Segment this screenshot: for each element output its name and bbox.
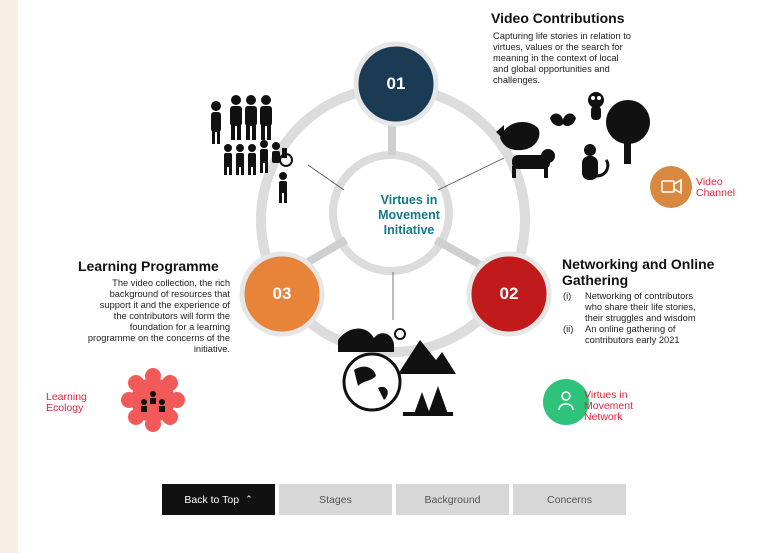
node-01-number: 01 xyxy=(386,74,406,93)
spoke-left xyxy=(305,236,349,266)
tab-concerns-label: Concerns xyxy=(547,493,592,506)
center-label-line1: Virtues in xyxy=(380,193,438,207)
back-to-top-button[interactable]: Back to Top ⌃ xyxy=(162,484,275,515)
animals-icon xyxy=(496,92,650,180)
video-contributions-title: Video Contributions xyxy=(491,10,625,26)
learning-ecology-label[interactable]: Learning Ecology xyxy=(46,392,87,414)
learning-line: initiative. xyxy=(193,344,230,354)
people-group-icon xyxy=(211,95,293,203)
item-line: their struggles and wisdom xyxy=(585,313,696,323)
item-marker: (i) xyxy=(563,291,572,301)
tab-stages-label: Stages xyxy=(319,493,352,506)
learning-ecology-label-line1: Learning xyxy=(46,391,87,403)
video-camera-icon xyxy=(661,178,682,195)
networking-title-line1: Networking and Online xyxy=(562,256,715,272)
diagram-graphics xyxy=(121,41,692,432)
tab-stages[interactable]: Stages xyxy=(279,484,392,515)
networking-title: Networking and Online Gathering xyxy=(562,256,714,288)
learning-line: foundation for a learning xyxy=(129,322,230,332)
center-label-line3: Initiative xyxy=(383,223,435,237)
learning-line: background of resources that xyxy=(109,289,230,299)
learning-line: The video collection, the rich xyxy=(112,278,230,288)
video-line: meaning in the context of local xyxy=(493,53,619,63)
stage-node-01[interactable] xyxy=(353,41,439,127)
person-icon xyxy=(558,391,574,411)
bottom-nav: Back to Top ⌃ Stages Background Concerns xyxy=(162,484,626,515)
video-line: virtues, values or the search for xyxy=(493,42,623,52)
network-label-line2: Movement xyxy=(584,400,634,412)
chevron-up-icon: ⌃ xyxy=(245,494,253,504)
video-channel-badge[interactable] xyxy=(650,166,692,208)
video-channel-label-line1: Video xyxy=(696,176,723,188)
learning-line: support it and the experience of xyxy=(99,300,230,310)
learning-line: the contributors will form the xyxy=(113,311,230,321)
item-line: contributors early 2021 xyxy=(585,335,680,345)
network-label-line1: Virtues in xyxy=(584,389,628,401)
node-02-number: 02 xyxy=(499,284,519,303)
center-label: Virtues in Movement Initiative xyxy=(355,193,463,238)
stage-node-02[interactable] xyxy=(466,251,552,337)
tab-concerns[interactable]: Concerns xyxy=(513,484,626,515)
back-to-top-label: Back to Top xyxy=(184,493,240,506)
networking-list: (i) Networking of contributors who share… xyxy=(563,291,733,346)
item-line: who share their life stories, xyxy=(585,302,696,312)
earth-nature-icon xyxy=(338,328,456,416)
learning-programme-text: The video collection, the rich backgroun… xyxy=(56,278,230,355)
center-label-line2: Movement xyxy=(378,208,440,222)
connector-people xyxy=(307,164,345,191)
item-line: An online gathering of xyxy=(585,324,676,334)
node-03-number: 03 xyxy=(272,284,292,303)
learning-programme-title: Learning Programme xyxy=(78,258,219,274)
video-channel-label[interactable]: Video Channel xyxy=(696,177,735,199)
video-line: challenges. xyxy=(493,75,541,85)
networking-item: (ii) An online gathering of contributors… xyxy=(563,324,733,346)
item-marker: (ii) xyxy=(563,324,574,334)
item-line: Networking of contributors xyxy=(585,291,693,301)
networking-item: (i) Networking of contributors who share… xyxy=(563,291,733,324)
network-badge[interactable] xyxy=(543,379,589,425)
learning-ecology-label-line2: Ecology xyxy=(46,402,84,414)
spoke-right xyxy=(434,236,488,272)
video-line: Capturing life stories in relation to xyxy=(493,31,631,41)
tab-background[interactable]: Background xyxy=(396,484,509,515)
network-label-line3: Network xyxy=(584,411,623,423)
networking-title-line2: Gathering xyxy=(562,272,629,288)
group-icon xyxy=(141,391,165,412)
tab-background-label: Background xyxy=(424,493,481,506)
diagram-canvas: 01 02 03 Virtues in Movement Initiative … xyxy=(18,0,766,553)
stage-node-03[interactable] xyxy=(239,251,325,337)
video-contributions-text: Capturing life stories in relation to vi… xyxy=(493,31,673,86)
learning-line: programme on the concerns of the xyxy=(87,333,230,343)
connector-animals xyxy=(437,157,505,191)
video-line: and global opportunities and xyxy=(493,64,610,74)
video-channel-label-line2: Channel xyxy=(696,187,736,199)
network-label[interactable]: Virtues in Movement Network xyxy=(584,390,633,423)
